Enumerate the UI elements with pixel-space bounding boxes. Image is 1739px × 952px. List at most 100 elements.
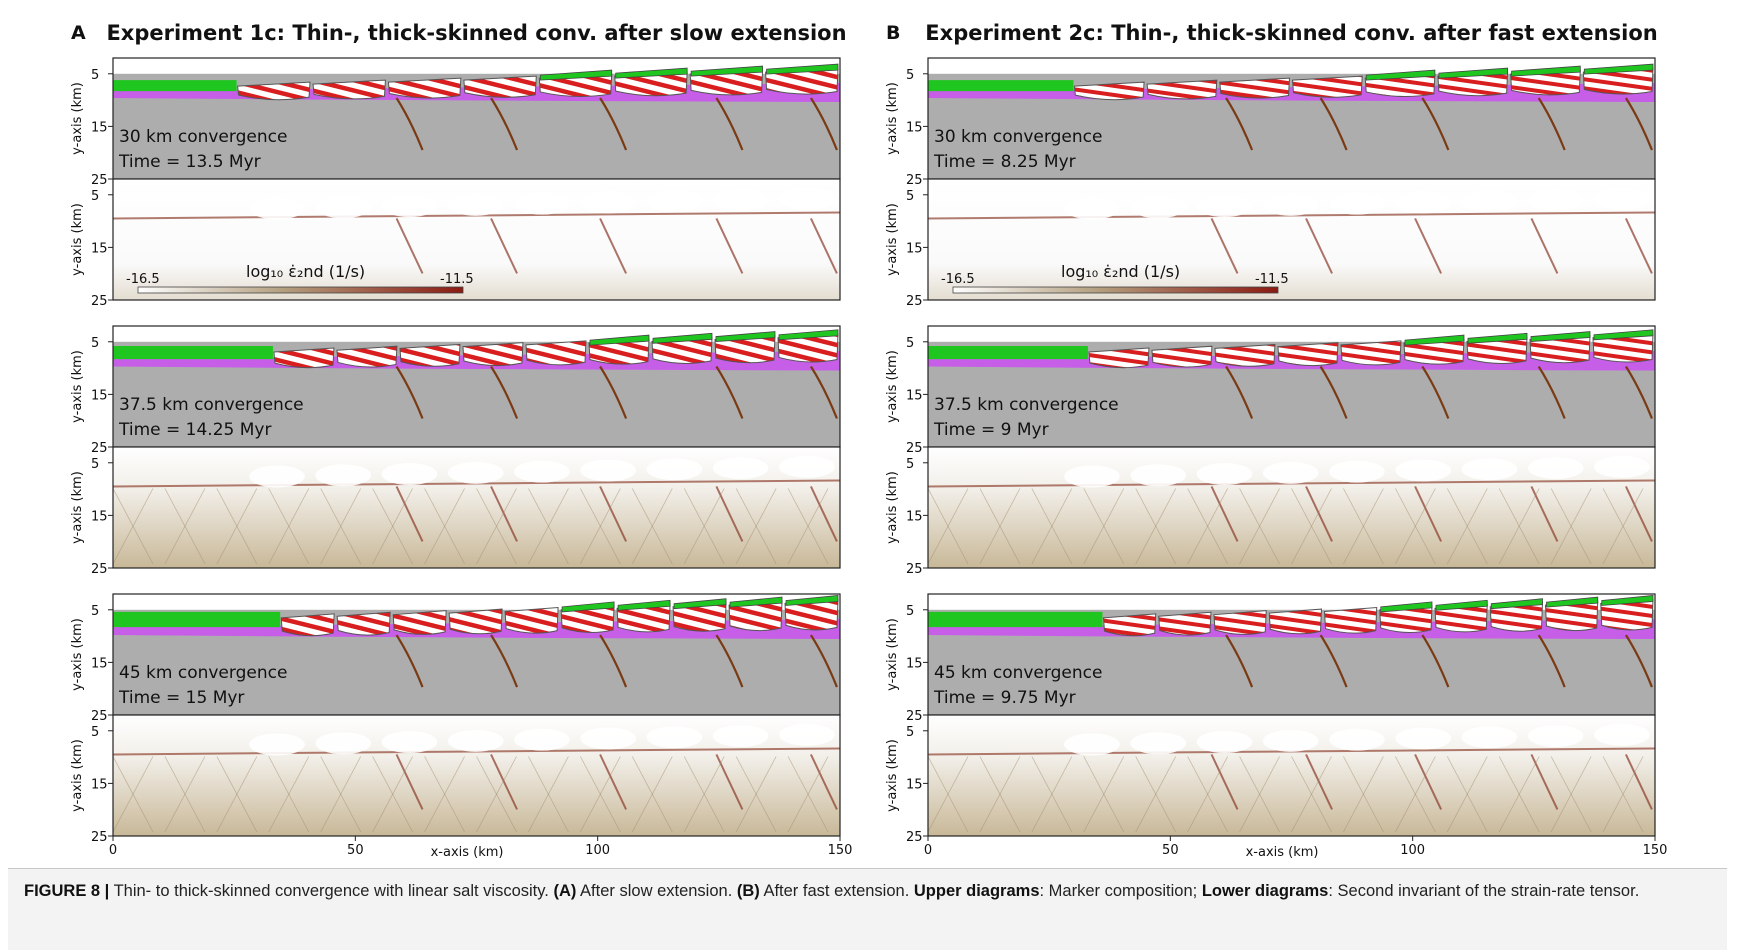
conjugate-band	[787, 756, 829, 833]
low-strain-lens	[381, 195, 438, 218]
x-tick-label: 0	[109, 843, 117, 858]
strain-rate-plot	[112, 714, 841, 837]
conjugate-band	[1031, 756, 1073, 833]
conjugate-band	[580, 488, 621, 565]
y-axis-label: y-axis (km)	[885, 203, 900, 276]
conjugate-band	[1083, 756, 1125, 833]
overburden-cap	[766, 63, 839, 75]
low-strain-lens	[514, 460, 570, 483]
low-strain-lens	[1395, 191, 1451, 214]
low-strain-lens	[1395, 727, 1451, 750]
overburden-layer	[928, 345, 1088, 360]
shear-band	[1305, 754, 1333, 810]
y-axis-label: y-axis (km)	[885, 350, 900, 423]
caption-text-5: : Second invariant of the strain-rate te…	[1328, 882, 1640, 900]
low-strain-lens	[1329, 460, 1385, 483]
low-strain-lens	[1064, 197, 1120, 220]
y-axis-label: y-axis (km)	[70, 82, 85, 155]
basement-fault	[490, 634, 519, 688]
y-tick-label: 15	[906, 241, 923, 256]
low-strain-lens	[1461, 190, 1518, 213]
striped-block	[399, 343, 461, 367]
striped-block	[1102, 613, 1157, 637]
caption-a: (A)	[553, 882, 577, 900]
conjugate-band	[979, 756, 1021, 833]
overburden-layer	[113, 611, 281, 628]
conjugate-band	[424, 488, 465, 565]
striped-block	[462, 342, 524, 367]
shear-band	[1414, 754, 1442, 810]
conjugate-band	[1446, 488, 1488, 565]
colorbar-min: -16.5	[941, 272, 975, 287]
striped-block	[1489, 602, 1544, 632]
striped-block	[1364, 73, 1436, 98]
colorbar-gradient	[952, 286, 1279, 294]
striped-block	[1582, 67, 1654, 95]
conjugate-band	[1395, 488, 1436, 565]
striped-block	[765, 67, 839, 95]
overburden-cap	[539, 69, 613, 81]
basement-fault	[1319, 634, 1348, 688]
shear-band	[1210, 754, 1239, 810]
low-strain-lens	[646, 726, 703, 749]
y-tick-label: 5	[906, 725, 914, 740]
low-strain-lens	[1527, 725, 1584, 748]
overburden-cap	[778, 329, 839, 341]
x-tick-label: 50	[1162, 843, 1179, 858]
conjugate-band	[112, 756, 154, 833]
basement-fault	[715, 365, 744, 419]
low-strain-lens	[1594, 187, 1650, 210]
overburden-cap	[589, 334, 650, 346]
striped-block	[1437, 71, 1509, 97]
striped-block	[525, 340, 587, 366]
colorbar-label: log₁₀ ε̇₂nd (1/s)	[1061, 262, 1180, 281]
convergence-label: 37.5 km convergence	[934, 395, 1119, 415]
striped-block	[1466, 336, 1528, 364]
overburden-cap	[1583, 63, 1654, 75]
overburden-cap	[1438, 67, 1508, 79]
shear-band	[810, 486, 838, 542]
striped-block	[387, 77, 462, 99]
time-label: Time = 9 Myr	[933, 420, 1049, 440]
striped-block	[1340, 340, 1402, 366]
convergence-label: 37.5 km convergence	[119, 395, 304, 415]
caption-text-3: After fast extension.	[759, 882, 914, 900]
basement-fault	[1421, 365, 1450, 419]
low-strain-lens	[249, 733, 305, 756]
overburden-cap	[1404, 334, 1465, 346]
low-strain-lens	[1064, 465, 1120, 488]
conjugate-band	[320, 488, 362, 565]
low-strain-lens	[381, 463, 438, 486]
conjugate-band	[112, 488, 154, 565]
x-axis-label: x-axis (km)	[1246, 845, 1319, 860]
shear-band	[490, 754, 518, 810]
shear-band	[395, 218, 424, 274]
y-tick-label: 25	[91, 709, 108, 724]
panel-title: Experiment 1c: Thin-, thick-skinned conv…	[106, 21, 846, 45]
conjugate-band	[268, 756, 310, 833]
low-strain-lens	[1329, 192, 1385, 215]
convergence-label: 30 km convergence	[934, 127, 1102, 147]
y-tick-label: 25	[906, 294, 923, 309]
low-strain-lens	[249, 197, 305, 220]
shear-band	[599, 218, 627, 274]
time-label: Time = 15 Myr	[118, 688, 244, 708]
caption-text-1: Thin- to thick-skinned convergence with …	[109, 882, 554, 900]
low-strain-lens	[447, 461, 504, 484]
low-strain-lens	[1395, 459, 1451, 482]
basement-fault	[599, 97, 628, 151]
y-tick-label: 5	[91, 189, 99, 204]
shear-band	[1305, 486, 1333, 542]
basement-fault	[490, 365, 519, 419]
shear-band	[490, 486, 518, 542]
low-strain-lens	[514, 192, 570, 215]
overburden-cap	[1511, 65, 1581, 77]
panel-title: Experiment 2c: Thin-, thick-skinned conv…	[925, 21, 1657, 45]
